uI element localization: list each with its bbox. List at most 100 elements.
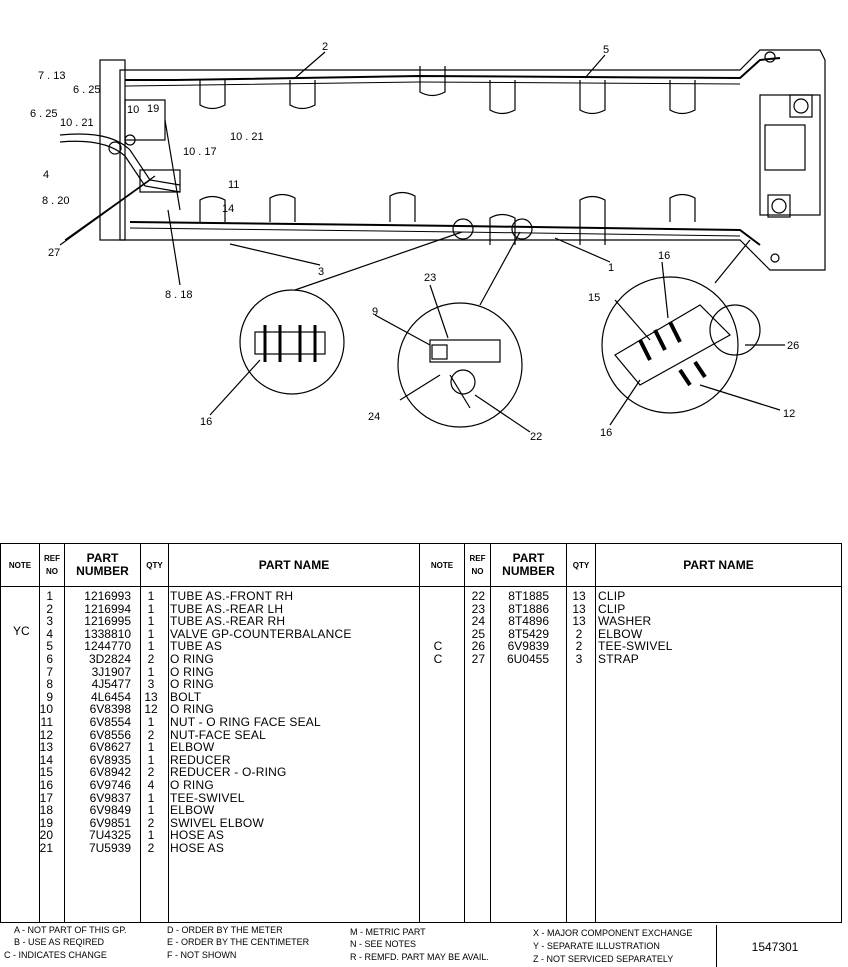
table-cell-name: TUBE AS (170, 639, 223, 654)
callout-12: 12 (783, 408, 795, 420)
table-cell-part: 6V8942 (89, 765, 131, 780)
callout-23: 23 (424, 272, 436, 284)
legend-r: R - REMFD. PART MAY BE AVAIL. (350, 952, 489, 962)
table-cell-qty: 1 (147, 803, 155, 818)
callout-1: 1 (608, 262, 614, 274)
table-cell-ref: 5 (46, 639, 53, 654)
legend-b: B - USE AS REQIRED (14, 937, 105, 947)
table-cell-part: 1216994 (84, 601, 131, 616)
table-cell-qty: 2 (147, 765, 155, 780)
header-qty: QTY (146, 560, 163, 570)
header-part-name: PART NAME (258, 557, 330, 572)
table-cell-name: HOSE AS (170, 840, 225, 855)
table-cell-ref: 14 (39, 752, 53, 767)
table-cell-ref: 13 (39, 740, 53, 755)
table-cell-name: NUT - O RING FACE SEAL (170, 714, 321, 729)
table-cell-part: 6V8556 (89, 727, 131, 742)
table-cell-part: 8T1885 (508, 589, 549, 603)
table-cell-note (420, 615, 456, 628)
table-cell-name: TUBE AS.-REAR LH (170, 601, 284, 616)
table-cell-ref: 25 (471, 626, 485, 641)
header-ref-no: REF NO (44, 554, 60, 576)
table-cell-part: 6V9851 (89, 815, 131, 830)
table-cell-part: 6V8554 (89, 714, 131, 729)
header-part-name-right: PART NAME (683, 557, 754, 572)
table-cell-name: TUBE AS.-REAR RH (170, 614, 286, 629)
table-cell-qty: 1 (147, 589, 155, 603)
table-cell-qty: 1 (147, 639, 155, 654)
table-cell-qty: 2 (575, 639, 583, 654)
table-cell-part: 6V9746 (89, 777, 131, 792)
table-cell-name: CLIP (598, 601, 626, 616)
table-cell-name: REDUCER - O-RING (170, 765, 287, 780)
table-cell-name: O RING (170, 702, 214, 717)
legend-n: N - SEE NOTES (350, 939, 417, 949)
table-cell-part: 4J5477 (91, 677, 131, 692)
table-cell-ref: 22 (471, 589, 485, 603)
legend-m: M - METRIC PART (350, 927, 426, 937)
table-cell-name: VALVE GP-COUNTERBALANCE (170, 626, 352, 641)
callout-7-13: 7 . 13 (38, 70, 66, 82)
table-cell-ref: 19 (39, 815, 53, 830)
callout-6-25-a: 6 . 25 (73, 84, 101, 96)
table-cell-ref: 23 (471, 601, 485, 616)
table-cell-part: 1244770 (84, 639, 131, 654)
table-cell-qty: 1 (147, 614, 155, 629)
table-cell-part: 6V9849 (89, 803, 131, 818)
table-cell-ref: 9 (46, 689, 53, 704)
table-cell-part: 8T1886 (508, 601, 549, 616)
table-cell-name: WASHER (598, 614, 652, 629)
callout-10-17: 10 . 17 (183, 146, 217, 158)
callout-14: 14 (222, 203, 234, 215)
table-cell-ref: 11 (40, 714, 53, 729)
table-cell-name: TUBE AS.-FRONT RH (170, 589, 294, 603)
callout-2: 2 (322, 41, 328, 53)
table-cell-part: 7U5939 (88, 840, 131, 855)
table-cell-qty: 12 (144, 702, 158, 717)
header-part-number-right: PART NUMBER (502, 551, 555, 578)
note-yc: YC (13, 624, 30, 638)
callout-3: 3 (318, 266, 324, 278)
table-cell-name: TEE-SWIVEL (170, 790, 245, 805)
table-cell-qty: 13 (572, 601, 586, 616)
table-cell-ref: 20 (39, 828, 53, 843)
header-note-right: NOTE (430, 560, 454, 570)
table-cell-name: CLIP (598, 589, 626, 603)
table-cell-ref: 3 (46, 614, 53, 629)
callout-8-18: 8 . 18 (165, 289, 193, 301)
table-cell-ref: 4 (46, 626, 53, 641)
table-cell-ref: 27 (471, 651, 485, 666)
table-cell-name: ELBOW (170, 803, 215, 818)
legend-d: D - ORDER BY THE METER (167, 925, 283, 935)
drawing-number: 1547301 (751, 940, 799, 954)
header-note: NOTE (8, 560, 32, 570)
callout-10-21-a: 10 . 21 (60, 117, 94, 129)
table-cell-part: 6V8398 (89, 702, 131, 717)
table-cell-part: 4L6454 (90, 689, 131, 704)
table-cell-name: NUT-FACE SEAL (170, 727, 266, 742)
table-cell-qty: 1 (147, 664, 155, 679)
header-part-number: PART NUMBER (76, 551, 129, 578)
table-cell-ref: 7 (46, 664, 53, 679)
table-cell-ref: 24 (471, 614, 485, 629)
table-cell-name: O RING (170, 777, 214, 792)
table-cell-name: SWIVEL ELBOW (170, 815, 264, 830)
table-cell-qty: 13 (572, 589, 586, 603)
table-cell-qty: 3 (575, 651, 583, 666)
table-cell-part: 6V8627 (89, 740, 131, 755)
table-cell-name: O RING (170, 651, 214, 666)
callout-24: 24 (368, 411, 380, 423)
callout-6-25-b: 6 . 25 (30, 108, 58, 120)
legend-f: F - NOT SHOWN (167, 950, 237, 960)
table-cell-ref: 15 (39, 765, 53, 780)
header-qty-right: QTY (572, 560, 590, 570)
table-cell-ref: 2 (46, 601, 53, 616)
table-cell-part: 8T5429 (508, 626, 549, 641)
table-cell-name: BOLT (170, 689, 202, 704)
code-legend: A - NOT PART OF THIS GP. B - USE AS REQI… (0, 923, 848, 967)
